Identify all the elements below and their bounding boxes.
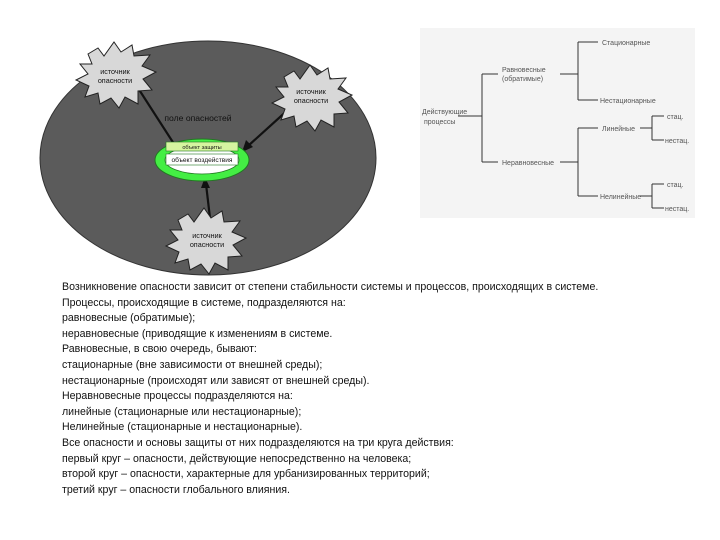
tree-stationary: Стационарные [602,40,650,47]
text-line: нестационарные (происходят или зависят о… [62,374,370,387]
tree-nonlinear-stat: стац. [667,182,684,189]
tree-nonlinear: Нелинейные [600,193,641,201]
tree-linear-nestac: нестац. [665,138,689,145]
center-top-band [165,141,239,152]
arrow-top-left [137,87,177,148]
tree-linear-stat: стац. [667,114,684,121]
source-label-top-right-line2: опасности [294,96,328,105]
text-line: Все опасности и основы защиты от них под… [62,436,454,449]
tree-nonstationary: Нестационарные [600,98,656,105]
tree-lines [458,41,664,209]
tree-root-line1: Действующие [422,108,467,116]
source-label-top-left-line2: опасности [98,76,132,85]
protected-object-label: объект защиты [182,145,221,151]
text-line: первый круг – опасности, действующие неп… [62,452,412,465]
text-line: стационарные (вне зависимости от внешней… [62,358,323,371]
text-line: Неравновесные процессы подразделяются на… [62,390,293,403]
text-line: второй круг – опасности, характерные для… [62,468,430,481]
tree-root-line2: процессы [424,119,455,126]
text-line: Равновесные, в свою очередь, бывают: [62,343,257,356]
arrow-head-top-right [242,140,253,152]
tree-equilibrium-line1: Равновесные [502,67,546,74]
tree-nonlinear-nestac: нестац. [665,206,689,213]
danger-field-diagram: источник опасности источник опасности ис… [39,40,377,276]
source-burst-top-left [74,41,158,109]
source-burst-top-right [270,64,354,132]
source-label-top-left-line1: источник [100,67,130,76]
text-line: Процессы, происходящие в системе, подраз… [62,296,346,309]
text-line: линейные (стационарные или нестационарны… [62,405,302,418]
text-line: равновесные (обратимые); [62,312,196,325]
text-line: третий круг – опасности глобального влия… [62,483,290,496]
tree-nonequilibrium: Неравновесные [502,160,554,167]
source-burst-bottom [164,207,248,275]
impact-object-label: объект воздействия [172,156,233,164]
arrow-head-bottom [201,177,210,188]
center-main-band [165,153,239,166]
body-text: Возникновение опасности зависит от степе… [30,280,690,498]
text-line: неравновесные (приводящие к изменениям в… [62,327,333,340]
tree-linear: Линейные [602,125,635,133]
text-line: Нелинейные (стационарные и нестационарны… [62,421,303,434]
intro-paragraph: Возникновение опасности зависит от степе… [62,281,599,293]
arrow-bottom [204,183,212,219]
tree-background [420,28,695,218]
danger-field-label: поле опасностей [164,113,231,123]
process-classification-tree: Действующие процессы Равновесные (обрати… [420,28,695,218]
source-label-bottom-line2: опасности [190,240,224,249]
source-label-top-right-line1: источник [296,87,326,96]
tree-equilibrium-line2: (обратимые) [502,75,543,83]
source-label-bottom-line1: источник [192,231,222,240]
